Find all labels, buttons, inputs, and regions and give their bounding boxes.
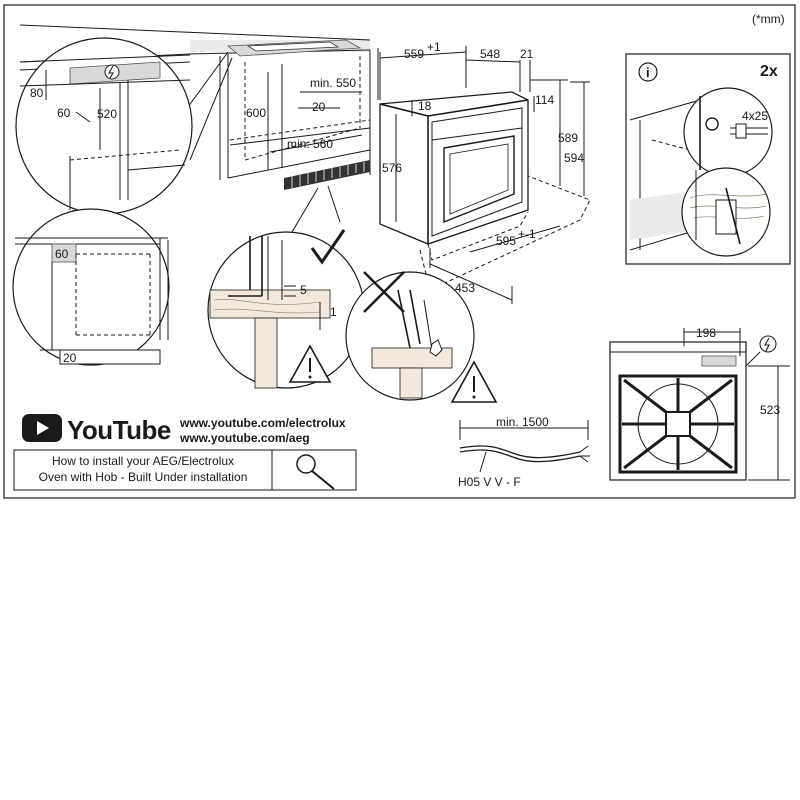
cable-type: H05 V V - F [458,475,521,489]
search-text-line-1: How to install your AEG/Electrolux [52,454,234,468]
dim-559: 559 [404,47,424,61]
hob-dim-523: 523 [760,403,780,417]
detail-hob-depth: 80 60 520 [15,37,193,215]
youtube-logo[interactable]: YouTube [22,414,171,445]
youtube-url-electrolux[interactable]: www.youtube.com/electrolux [179,416,346,430]
dim-20-top: 20 [312,100,326,114]
dim-559-tolerance: +1 [427,40,441,54]
dim-21: 21 [520,47,534,61]
dim-min-550: min. 550 [310,76,356,90]
hob-top-view: 198 523 [609,326,790,481]
dim-453: 453 [455,281,475,295]
detail-gap-correct: 5 1 [207,229,365,389]
search-box[interactable]: How to install your AEG/Electrolux Oven … [13,449,357,491]
info-icon: i [638,62,658,82]
corner-dim-20: 20 [63,351,77,365]
unit-note: (*mm) [752,12,785,26]
detail-corner: 60 20 [12,208,170,366]
cross-icon [363,271,405,313]
dim-594: 594 [564,151,584,165]
dim-520: 520 [97,107,117,121]
hob-dim-198: 198 [696,326,716,340]
screw-size: 4x25 [742,109,768,123]
warning-icon-right [450,360,498,403]
gap-dim-1: 1 [330,305,337,319]
svg-text:i: i [646,65,650,80]
oven-isometric: 559 +1 548 21 18 114 576 589 594 595 +-1… [379,40,591,304]
cabinet-hob-section: 600 min. 550 20 min. 560 [19,24,379,233]
corner-dim-60: 60 [55,247,69,261]
diagram-frame [3,4,796,499]
gap-dim-5: 5 [300,283,307,297]
youtube-url-aeg[interactable]: www.youtube.com/aeg [179,431,310,445]
warning-icon [288,344,332,383]
checkmark-icon [310,229,346,265]
dim-18: 18 [418,99,432,113]
electric-hazard-icon [104,64,120,80]
dim-548: 548 [480,47,500,61]
electric-hazard-icon-hob [759,335,777,353]
dim-600: 600 [246,106,266,120]
power-cable: min. 1500 H05 V V - F [458,415,590,489]
screw-panel: i 2x 4x25 [625,53,791,265]
dim-min-560: min. 560 [287,137,333,151]
dim-114: 114 [535,93,554,107]
dim-595: 595 [496,234,516,248]
dim-60-a: 60 [57,106,71,120]
detail-gap-wrong [345,271,475,401]
screw-count: 2x [760,63,778,80]
search-icon[interactable] [296,454,335,490]
dim-595-tolerance: +-1 [518,227,536,241]
youtube-logo-text: YouTube [67,415,171,445]
dim-80: 80 [30,86,44,100]
search-text-line-2: Oven with Hob - Built Under installation [39,470,248,484]
cable-length: min. 1500 [496,415,549,429]
dim-576: 576 [382,161,402,175]
dim-589: 589 [558,131,578,145]
